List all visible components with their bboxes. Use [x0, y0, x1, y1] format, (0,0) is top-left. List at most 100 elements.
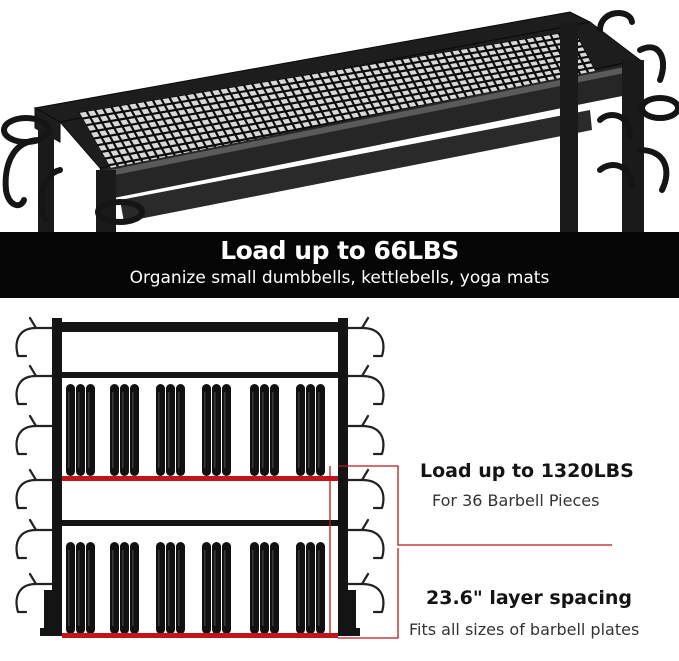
plate-edge	[308, 392, 310, 468]
right-hooks	[597, 10, 679, 193]
banner-title: Load up to 66LBS	[220, 236, 459, 265]
banner-subtitle: Organize small dumbbells, kettlebells, y…	[129, 268, 550, 288]
rack-posts	[40, 318, 360, 636]
hook	[15, 316, 54, 358]
callout-load-title: Load up to 1320LBS	[420, 460, 634, 482]
mesh-wire	[151, 99, 187, 159]
mesh-wire	[201, 90, 235, 150]
plate-edge	[112, 550, 114, 626]
mesh-wire	[325, 70, 357, 126]
mesh-wire	[532, 36, 561, 87]
mesh-wire	[516, 39, 545, 90]
side-hooks-right	[346, 316, 385, 614]
mesh-wire	[482, 44, 512, 96]
plate-edge	[178, 392, 180, 468]
plate	[130, 384, 139, 476]
plate	[250, 542, 259, 634]
mesh-wire	[81, 34, 578, 120]
mesh-wire	[441, 51, 471, 104]
mesh-wire	[242, 84, 276, 142]
plate	[296, 384, 305, 476]
mesh-wire	[250, 82, 284, 140]
plate-edge	[158, 392, 160, 468]
plate	[250, 384, 259, 476]
plate	[270, 542, 279, 634]
plate	[316, 542, 325, 634]
plate	[222, 542, 231, 634]
mesh-wire	[226, 86, 260, 145]
mesh-wire	[126, 103, 162, 164]
hook	[346, 468, 385, 510]
mesh-wire	[92, 50, 587, 140]
mesh-wire	[100, 60, 592, 154]
mesh-wire	[284, 77, 317, 134]
mesh-wire	[101, 107, 138, 168]
mesh-wire	[176, 95, 211, 154]
plate-edge	[224, 550, 226, 626]
plate-edge	[204, 392, 206, 468]
hook	[346, 316, 385, 358]
mesh-wire	[433, 52, 463, 106]
hook	[15, 518, 54, 560]
plate	[166, 542, 175, 634]
mesh-wire	[458, 48, 488, 101]
plate	[110, 542, 119, 634]
plate	[306, 542, 315, 634]
plate-edge	[122, 392, 124, 468]
mesh-wire	[159, 97, 195, 157]
plate	[212, 542, 221, 634]
mesh-wire	[383, 60, 414, 115]
plate	[156, 384, 165, 476]
mesh-wire	[416, 55, 447, 109]
plate-edge	[298, 550, 300, 626]
plate-edge	[168, 550, 170, 626]
plate	[270, 384, 279, 476]
mesh-wire	[168, 96, 203, 156]
mesh-wire	[408, 56, 439, 110]
hook	[346, 518, 385, 560]
mesh-wire	[143, 100, 179, 161]
plate-edge	[88, 550, 90, 626]
plate	[260, 384, 269, 476]
mesh-wire	[104, 66, 595, 160]
plate	[166, 384, 175, 476]
plate-edge	[122, 550, 124, 626]
mesh-wire	[466, 47, 496, 99]
plate-edge	[168, 392, 170, 468]
barbell-plates-lower	[66, 542, 325, 634]
plate-edge	[252, 392, 254, 468]
callout-spacing-title: 23.6" layer spacing	[426, 587, 633, 609]
rack-top-bar	[52, 322, 346, 332]
plate-edge	[204, 550, 206, 626]
hook	[15, 364, 54, 406]
mesh-wire	[358, 65, 390, 120]
plate-edge	[318, 550, 320, 626]
barbell-plates-upper	[66, 384, 325, 476]
plate	[296, 542, 305, 634]
plate-edge	[308, 550, 310, 626]
callout-lines	[329, 465, 612, 639]
mesh-wire	[85, 110, 122, 171]
mesh-wire	[209, 89, 244, 148]
wire-mesh	[78, 30, 600, 172]
mesh-wire	[110, 105, 146, 167]
highlight-shelves	[62, 476, 338, 638]
plate-edge	[68, 550, 70, 626]
callout-spacing-subtitle: Fits all sizes of barbell plates	[409, 620, 640, 639]
mesh-wire	[85, 39, 581, 127]
plate	[66, 384, 75, 476]
plate-edge	[224, 392, 226, 468]
plate	[260, 542, 269, 634]
rack-top-shelf-photo	[1, 10, 679, 232]
plate-edge	[214, 392, 216, 468]
hook	[346, 572, 385, 614]
plate-edge	[272, 550, 274, 626]
plate	[202, 384, 211, 476]
plate	[76, 542, 85, 634]
plate-edge	[78, 392, 80, 468]
mesh-wire	[366, 63, 398, 118]
mesh-wire	[193, 92, 227, 151]
mesh-wire	[78, 30, 576, 114]
mesh-wire	[449, 49, 479, 103]
